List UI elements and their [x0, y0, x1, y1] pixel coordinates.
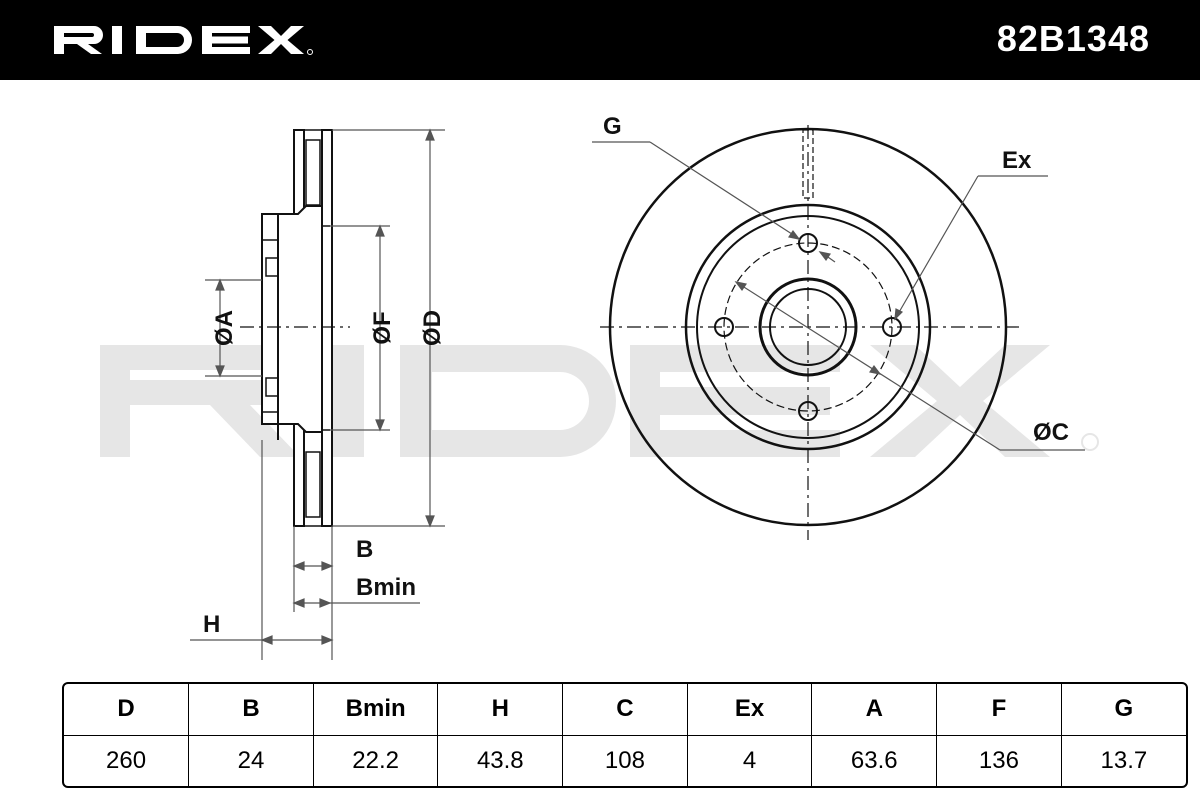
header-b: B	[188, 684, 314, 736]
label-dia-f: ØF	[369, 311, 396, 344]
header-d: D	[64, 684, 189, 736]
header-ex: Ex	[686, 684, 812, 736]
label-dia-d: ØD	[419, 310, 446, 346]
ridex-logo	[54, 26, 313, 55]
value-a: 63.6	[811, 735, 937, 786]
label-bmin: Bmin	[356, 574, 416, 601]
header-g: G	[1060, 684, 1186, 736]
header-h: H	[437, 684, 563, 736]
spec-table: D B Bmin H C Ex A F G 260 24 22.2 43.8 1…	[62, 682, 1188, 788]
label-dia-c: ØC	[1033, 419, 1069, 446]
header-bar: 82B1348	[0, 0, 1200, 80]
label-dia-a: ØA	[211, 310, 238, 346]
value-ex: 4	[686, 735, 812, 786]
value-g: 13.7	[1060, 735, 1186, 786]
header-f: F	[936, 684, 1062, 736]
header-a: A	[811, 684, 937, 736]
watermark-logo	[100, 345, 1099, 457]
table-row: 260 24 22.2 43.8 108 4 63.6 136 13.7	[64, 735, 1186, 786]
value-f: 136	[936, 735, 1062, 786]
value-c: 108	[562, 735, 688, 786]
label-b: B	[356, 536, 373, 563]
value-b: 24	[188, 735, 314, 786]
value-h: 43.8	[437, 735, 563, 786]
value-bmin: 22.2	[312, 735, 438, 786]
side-view	[261, 129, 333, 527]
label-ex: Ex	[1002, 147, 1032, 174]
header-bmin: Bmin	[312, 684, 438, 736]
brake-disc-drawing: ØA ØF ØD B Bmin H G Ex ØC	[100, 113, 1099, 660]
value-d: 260	[106, 746, 147, 774]
table-header-row: D B Bmin H C Ex A F G	[64, 684, 1186, 736]
header-c: C	[562, 684, 688, 736]
label-g: G	[603, 113, 622, 140]
label-h: H	[203, 611, 220, 638]
part-number: 82B1348	[996, 18, 1150, 59]
